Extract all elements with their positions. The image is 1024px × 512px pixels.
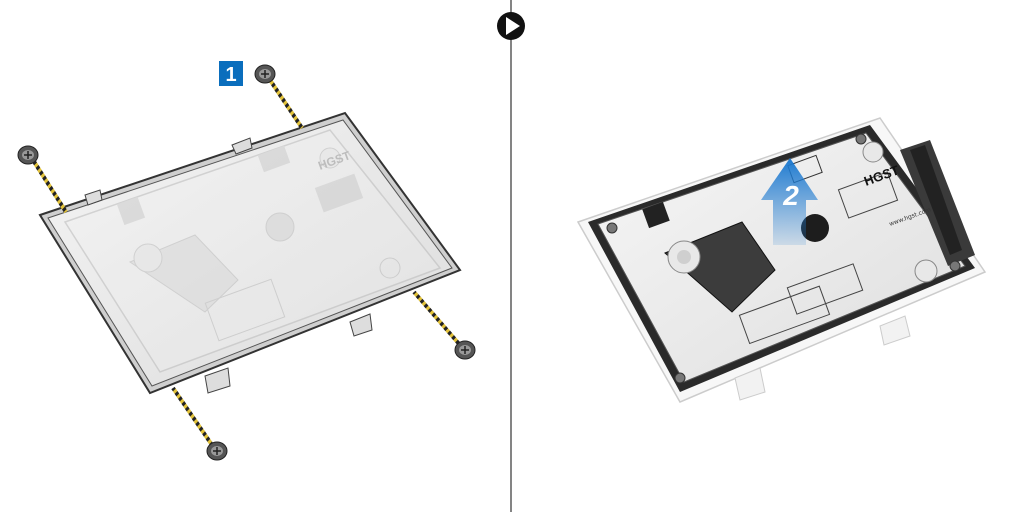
info-label bbox=[786, 263, 864, 315]
hard-drive: HGST www.hgst.com bbox=[588, 125, 975, 392]
step-1-badge: 1 bbox=[219, 61, 243, 86]
screw-bottom-right bbox=[412, 290, 476, 360]
left-panel: HGST 1 bbox=[17, 61, 476, 461]
warning-label bbox=[738, 285, 831, 345]
screw-top-left bbox=[17, 145, 68, 214]
right-panel: HGST www.hgst.com 2 bbox=[576, 117, 987, 403]
play-circle-icon bbox=[497, 12, 525, 40]
step-1-number: 1 bbox=[225, 64, 236, 86]
screw-top-right bbox=[254, 64, 304, 130]
screw-bottom-left bbox=[171, 386, 228, 461]
certification-logo bbox=[642, 201, 670, 229]
lift-arrow: 2 bbox=[761, 158, 818, 245]
step-2-number: 2 bbox=[782, 180, 799, 211]
hard-drive-faded: HGST bbox=[63, 129, 442, 373]
barcode-large bbox=[837, 171, 899, 219]
